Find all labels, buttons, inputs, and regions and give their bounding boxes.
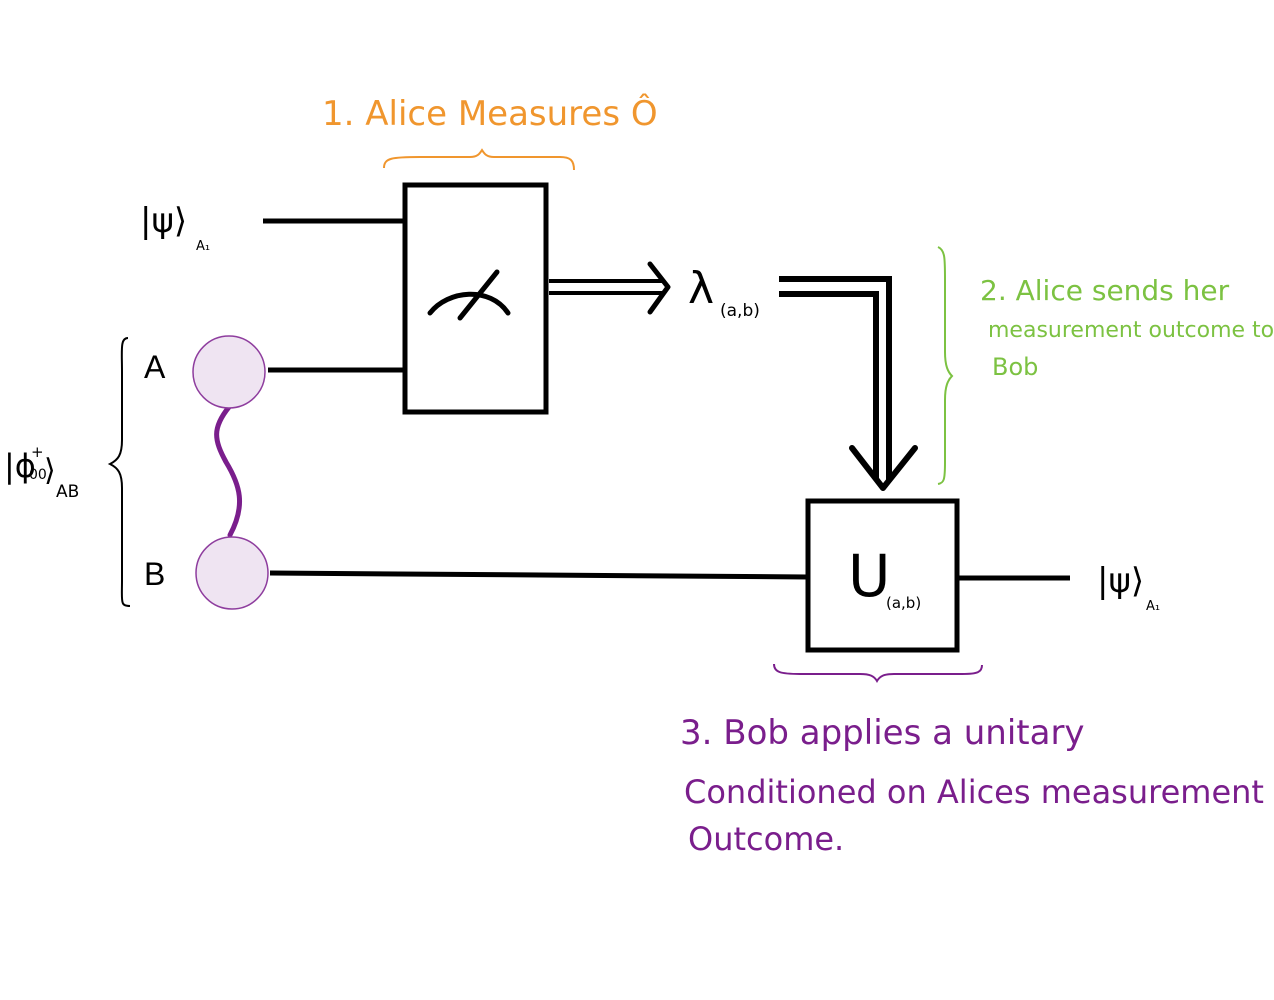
step3-line3: Outcome. <box>688 820 844 858</box>
svg-text:AB: AB <box>56 482 79 502</box>
unitary-label: U <box>848 542 890 610</box>
output-state-subscript: A₁ <box>1146 599 1160 614</box>
input-state-subscript: A₁ <box>196 239 210 254</box>
step1-brace <box>383 148 575 171</box>
unitary-box <box>805 498 960 653</box>
svg-text:+: + <box>31 443 44 461</box>
step2-brace <box>937 246 954 485</box>
qubit-a-label: A <box>144 349 166 385</box>
output-state-label: |ψ⟩ <box>1097 561 1144 601</box>
bell-state-brace <box>107 337 131 607</box>
classical-channel <box>779 276 918 491</box>
step1-annotation: 1. Alice Measures Ô <box>322 93 658 134</box>
qubit-a-circle-icon <box>192 335 266 409</box>
step2-line1: 2. Alice sends her <box>980 274 1230 307</box>
lambda-label: λ <box>688 263 714 314</box>
step3-line2: Conditioned on Alices measurement <box>684 773 1264 811</box>
qubit-b-label: B <box>144 556 165 592</box>
svg-text:⟩: ⟩ <box>44 453 56 488</box>
step3-brace <box>773 663 983 683</box>
svg-text:00: 00 <box>29 467 47 483</box>
step2-line2: measurement outcome to <box>988 318 1274 343</box>
step3-line1: 3. Bob applies a unitary <box>680 713 1085 753</box>
unitary-subscript: (a,b) <box>886 594 921 612</box>
measurement-meter-icon <box>427 269 511 321</box>
lambda-subscript: (a,b) <box>720 301 760 321</box>
qubit-b-wire <box>269 570 809 580</box>
step2-line3: Bob <box>992 353 1038 381</box>
entanglement-link <box>214 404 243 538</box>
qubit-b-circle-icon <box>195 536 269 610</box>
classical-arrow <box>549 261 671 315</box>
bell-state-label: |ϕ + 00 ⟩ AB <box>4 443 79 502</box>
svg-text:|ϕ: |ϕ <box>4 447 36 485</box>
input-state-label: |ψ⟩ <box>140 201 187 241</box>
